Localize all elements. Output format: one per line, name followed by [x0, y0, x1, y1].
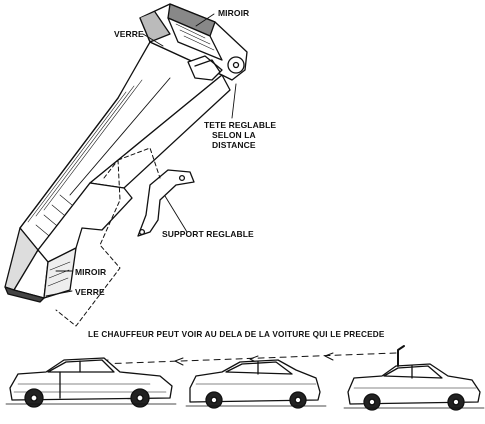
adjustable-support	[138, 170, 194, 236]
label-verre-top: VERRE	[114, 29, 144, 39]
adjustable-head	[140, 4, 247, 80]
car-middle	[186, 360, 326, 408]
label-tete-line2: SELON LA	[212, 130, 256, 140]
lower-elbow	[5, 183, 132, 302]
sight-line	[100, 353, 396, 368]
label-tete-line3: DISTANCE	[212, 140, 256, 150]
label-support: SUPPORT REGLABLE	[162, 229, 254, 239]
label-verre-bottom: VERRE	[75, 287, 105, 297]
hidden-outline	[56, 148, 160, 326]
label-tete-line1: TETE REGLABLE	[204, 120, 277, 130]
periscope-tube	[5, 42, 230, 290]
label-adjustable-head: TETE REGLABLE SELON LA DISTANCE	[204, 120, 276, 150]
label-miroir-top: MIROIR	[218, 8, 250, 18]
figure-caption: LE CHAUFFEUR PEUT VOIR AU DELA DE LA VOI…	[88, 330, 385, 339]
car-right	[344, 346, 484, 410]
car-left	[6, 358, 176, 407]
label-miroir-bottom: MIROIR	[75, 267, 107, 277]
leader-lines	[46, 14, 236, 296]
